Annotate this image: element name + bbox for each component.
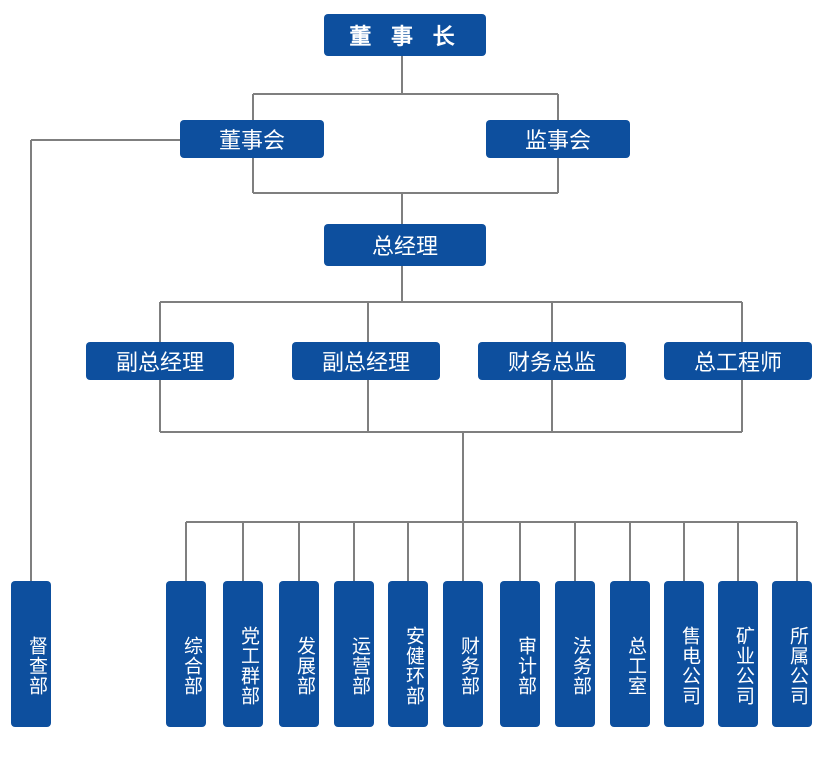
supervisory-box: 监事会 xyxy=(486,120,630,158)
department-label: 发展部 xyxy=(294,636,316,696)
department-box-8: 法务部 xyxy=(555,581,595,727)
board-box: 董事会 xyxy=(180,120,324,158)
department-label: 财务部 xyxy=(458,636,480,696)
board-label: 董事会 xyxy=(218,129,285,154)
department-box-12: 所属公司 xyxy=(772,581,812,727)
chairman-box: 董 事 长 xyxy=(324,14,486,56)
department-box-7: 审计部 xyxy=(500,581,540,727)
oversight-label: 督查部 xyxy=(26,636,48,696)
oversight-box: 督查部 xyxy=(11,581,51,727)
department-label: 审计部 xyxy=(515,636,537,696)
department-box-1: 综合部 xyxy=(166,581,206,727)
department-label: 运营部 xyxy=(349,636,371,696)
chairman-label: 董 事 长 xyxy=(349,25,461,50)
department-box-9: 总工室 xyxy=(610,581,650,727)
department-box-6: 财务部 xyxy=(443,581,483,727)
executive-box-2: 副总经理 xyxy=(292,342,440,380)
department-box-10: 售电公司 xyxy=(664,581,704,727)
supervisory-label: 监事会 xyxy=(524,129,591,154)
gm-label: 总经理 xyxy=(371,235,438,260)
department-label: 党工群部 xyxy=(238,626,260,706)
department-label: 综合部 xyxy=(181,636,203,696)
executive-label: 财务总监 xyxy=(507,351,596,376)
department-label: 所属公司 xyxy=(787,626,809,706)
executive-box-3: 财务总监 xyxy=(478,342,626,380)
executive-box-1: 副总经理 xyxy=(86,342,234,380)
department-label: 安健环部 xyxy=(403,626,425,706)
department-label: 总工室 xyxy=(625,636,647,696)
department-box-5: 安健环部 xyxy=(388,581,428,727)
department-label: 售电公司 xyxy=(679,626,701,706)
department-box-4: 运营部 xyxy=(334,581,374,727)
executive-label: 副总经理 xyxy=(321,351,410,376)
department-box-11: 矿业公司 xyxy=(718,581,758,727)
executive-label: 总工程师 xyxy=(693,351,782,376)
department-label: 法务部 xyxy=(570,636,592,696)
executive-label: 副总经理 xyxy=(115,351,204,376)
gm-box: 总经理 xyxy=(324,224,486,266)
executive-box-4: 总工程师 xyxy=(664,342,812,380)
department-box-2: 党工群部 xyxy=(223,581,263,727)
department-label: 矿业公司 xyxy=(733,626,755,706)
department-box-3: 发展部 xyxy=(279,581,319,727)
